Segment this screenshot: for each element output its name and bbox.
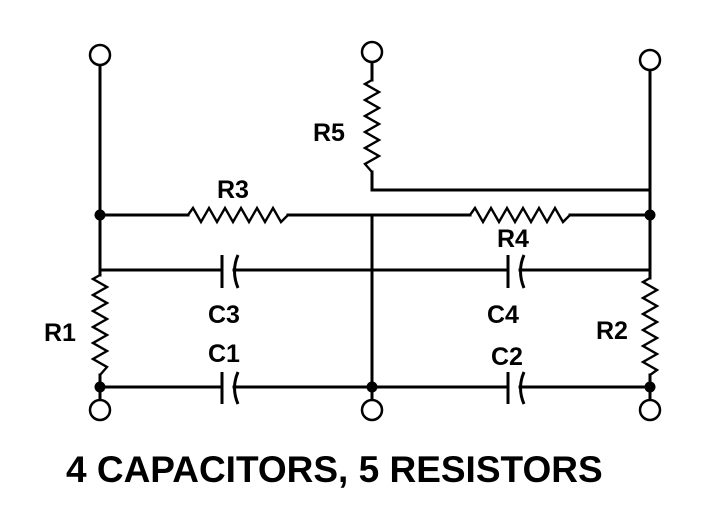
capacitor-c1	[220, 371, 240, 405]
capacitor-c4	[506, 254, 526, 289]
junction-node-right-bottom	[644, 381, 656, 393]
capacitor-c3	[220, 254, 240, 289]
terminal-bottom-left	[88, 398, 112, 422]
label-c4: C4	[487, 301, 519, 329]
wires	[98, 60, 652, 402]
junction-node-left-bottom	[94, 381, 106, 393]
terminal-bottom-center	[360, 398, 384, 422]
junction-node-center-bottom	[366, 381, 378, 393]
terminal-bottom-right	[638, 398, 662, 422]
terminal-top-center	[360, 40, 384, 64]
label-r4: R4	[497, 225, 529, 253]
wire-r5-return	[370, 170, 652, 192]
capacitor-c2	[506, 371, 526, 405]
diagram-caption: 4 CAPACITORS, 5 RESISTORS	[66, 449, 603, 490]
resistor-r1	[90, 273, 110, 376]
resistor-r5	[362, 78, 382, 173]
resistor-r2	[640, 276, 660, 376]
junction-node-right-bus	[644, 209, 656, 221]
label-r2: R2	[596, 317, 628, 345]
label-c2: C2	[491, 343, 523, 371]
label-c3: C3	[208, 301, 240, 329]
label-c1: C1	[208, 340, 240, 368]
junction-node-left-bus	[94, 209, 106, 221]
terminal-top-left	[88, 43, 112, 67]
label-r3: R3	[217, 176, 249, 204]
terminal-top-right	[638, 48, 662, 72]
resistor-r4	[469, 205, 571, 225]
resistor-r3	[187, 205, 289, 225]
label-r5: R5	[313, 119, 345, 147]
label-r1: R1	[44, 319, 76, 347]
